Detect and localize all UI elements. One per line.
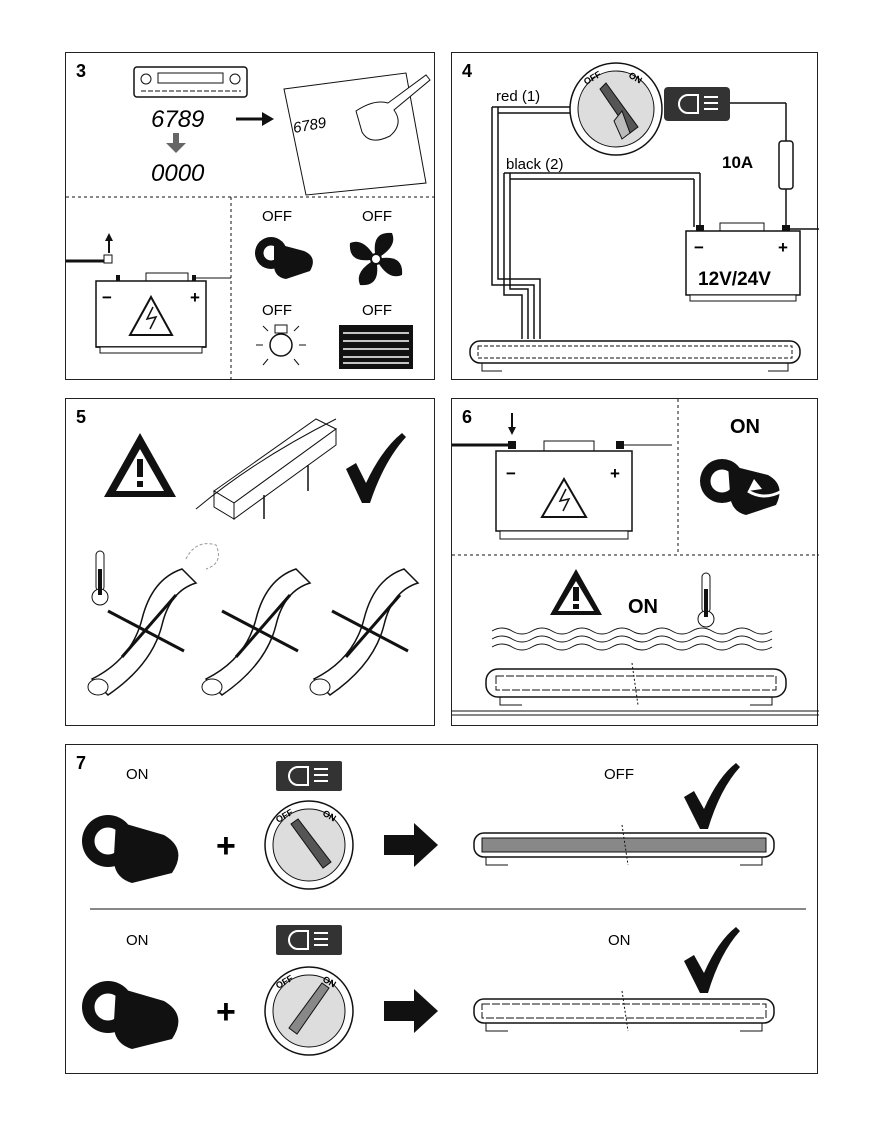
light-bar-icon	[452, 662, 819, 716]
panel-step-5: 5	[65, 398, 435, 726]
svg-text:+: +	[190, 288, 200, 307]
thermometer-icon	[91, 550, 109, 606]
arrow-right-icon	[384, 989, 438, 1033]
headlight-button-icon	[664, 87, 730, 121]
handwritten-code: 6789	[292, 114, 328, 137]
rear-defroster-icon	[339, 325, 413, 369]
battery-minus: −	[694, 238, 704, 257]
fuse-label: 10A	[722, 153, 753, 172]
step-number: 7	[76, 753, 86, 773]
lightbar-state-label: ON	[608, 932, 631, 949]
checkmark-icon	[346, 433, 406, 503]
battery-voltage: 12V/24V	[698, 269, 771, 290]
off-label: OFF	[362, 208, 392, 225]
heat-waves-icon	[491, 627, 773, 651]
panel-step-4: 4 red (1) black (2) OFF ON	[451, 52, 819, 380]
battery-plus: +	[610, 464, 620, 483]
ignition-on-label: ON	[126, 932, 149, 949]
battery-plus: +	[778, 238, 788, 257]
cross-icon	[221, 594, 299, 658]
ignition-key-icon	[700, 459, 783, 515]
thermometer-icon	[697, 572, 715, 628]
headlight-button-icon	[276, 925, 342, 955]
paper-note-icon	[283, 72, 431, 196]
panel-step-6: 6 − + ON ON	[451, 398, 819, 726]
warning-icon	[550, 569, 602, 615]
step-number: 5	[76, 407, 86, 427]
warning-icon	[104, 433, 176, 497]
step-number: 4	[462, 61, 472, 81]
cross-icon	[107, 594, 185, 658]
fuse-icon	[778, 140, 794, 190]
cable-channel-icon	[195, 418, 337, 520]
cross-icon	[331, 594, 409, 658]
fan-icon	[349, 232, 403, 286]
ignition-key-icon	[255, 237, 313, 279]
off-label: OFF	[262, 208, 292, 225]
plus-icon: +	[216, 827, 236, 865]
step-number: 3	[76, 61, 86, 81]
on-label: ON	[730, 416, 760, 438]
arrow-right-icon	[384, 823, 438, 867]
battery-icon: −+	[66, 233, 231, 354]
light-bar-icon	[469, 340, 801, 372]
wire-red-label: red (1)	[496, 88, 540, 105]
light-bar-on-icon	[473, 990, 775, 1032]
ignition-key-icon	[82, 815, 179, 883]
hose-icon	[309, 568, 420, 696]
radio-code-display: 6789	[151, 106, 204, 133]
svg-text:−: −	[102, 288, 112, 307]
on-warning-label: ON	[628, 596, 658, 618]
arrow-down-icon	[166, 133, 186, 153]
lightbar-state-label: OFF	[604, 766, 634, 783]
light-bar-off-icon	[473, 824, 775, 866]
panel-step-3: 3 6789 0000 6789	[65, 52, 436, 381]
car-radio-icon	[133, 66, 248, 98]
wire-black-label: black (2)	[506, 156, 564, 173]
ignition-key-icon	[82, 981, 179, 1049]
ignition-on-label: ON	[126, 766, 149, 783]
headlight-button-icon	[276, 761, 342, 791]
light-bulb-icon	[256, 324, 306, 366]
light-switch-off-icon	[264, 800, 354, 890]
arrow-right-icon	[236, 112, 274, 126]
radio-reset-display: 0000	[151, 160, 205, 187]
checkmark-icon	[684, 763, 740, 829]
off-label: OFF	[362, 302, 392, 319]
light-switch-on-icon	[264, 966, 354, 1056]
off-label: OFF	[262, 302, 292, 319]
checkmark-icon	[684, 927, 740, 993]
battery-icon	[452, 413, 672, 540]
light-switch-icon	[569, 62, 663, 156]
step-number: 6	[462, 407, 472, 427]
panel-step-7: 7 ON + OFF ON OFF	[65, 744, 818, 1074]
plus-icon: +	[216, 993, 236, 1031]
battery-icon	[685, 222, 801, 302]
wiring	[491, 102, 819, 339]
battery-minus: −	[506, 464, 516, 483]
